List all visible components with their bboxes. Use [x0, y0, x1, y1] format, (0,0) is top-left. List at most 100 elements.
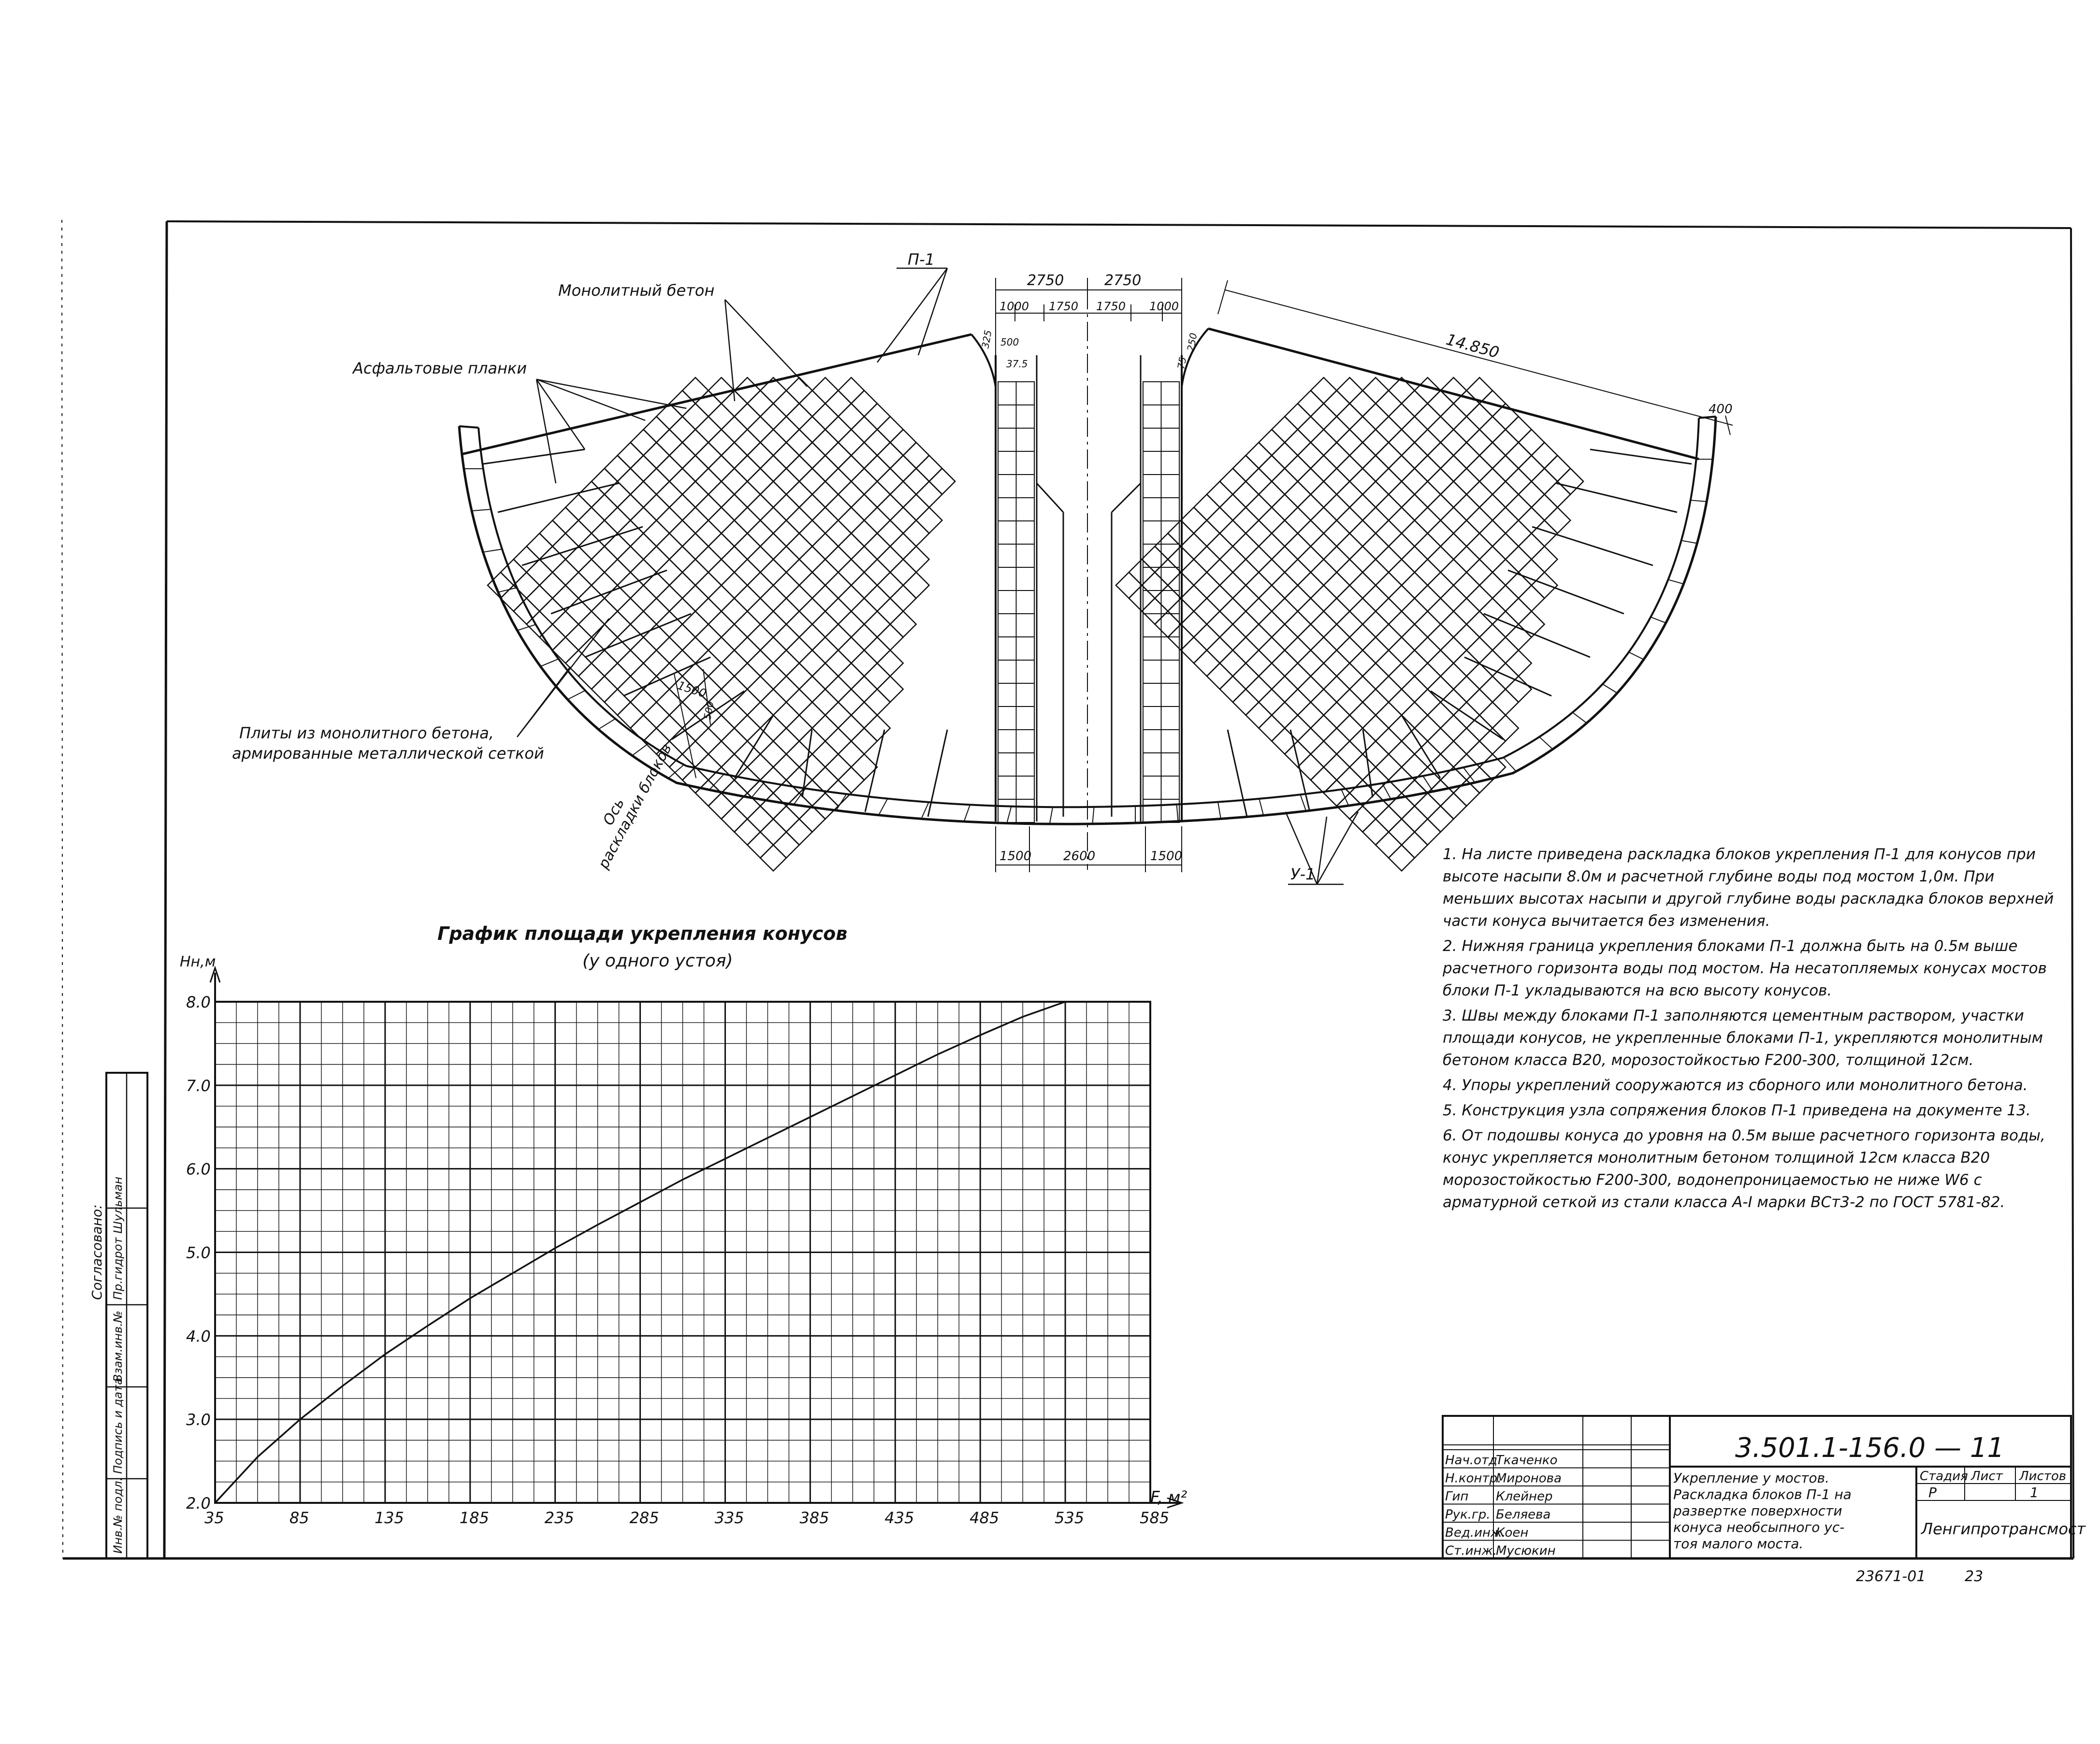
block-p1 — [1231, 610, 1260, 638]
strip-tick — [1650, 617, 1666, 623]
block-p1 — [616, 441, 645, 470]
block-p1 — [707, 428, 736, 457]
dim-1750-left: 1750 — [1049, 300, 1078, 313]
x-tick-label: 535 — [1055, 1509, 1084, 1527]
block-p1 — [811, 714, 840, 742]
block-p1 — [1518, 480, 1546, 508]
block-p1 — [772, 519, 800, 548]
title-code: 3.501.1-156.0 — 11 — [1735, 1432, 2004, 1464]
block-p1 — [1439, 636, 1468, 664]
strip-tick — [598, 718, 616, 730]
chart-title: График площади укрепления конусов — [437, 923, 847, 944]
block-p1 — [1271, 493, 1299, 521]
block-p1 — [1297, 675, 1325, 703]
dim-bottom-1500-right: 1500 — [1150, 849, 1182, 864]
block-p1 — [811, 740, 840, 768]
block-p1 — [642, 649, 670, 677]
block-p1 — [1271, 545, 1299, 574]
block-p1 — [1284, 662, 1312, 690]
block-p1 — [837, 636, 865, 664]
block-p1 — [681, 558, 710, 586]
block-p1 — [1414, 688, 1442, 716]
block-p1 — [1206, 506, 1234, 534]
block-p1 — [1388, 688, 1416, 716]
strip-tick — [517, 624, 536, 631]
block-p1 — [1323, 779, 1351, 807]
block-p1 — [591, 675, 619, 703]
plate-joint — [1532, 526, 1653, 566]
block-p1 — [876, 467, 904, 495]
block-p1 — [746, 831, 774, 859]
block-p1 — [1465, 403, 1493, 431]
title-name: Миронова — [1496, 1471, 1562, 1486]
block-p1 — [1258, 454, 1286, 482]
block-p1 — [863, 714, 891, 742]
block-p1 — [1310, 584, 1338, 612]
block-p1 — [1439, 428, 1468, 457]
block-p1 — [1348, 675, 1377, 703]
block-p1 — [1323, 701, 1351, 729]
block-p1 — [1348, 389, 1377, 418]
block-p1 — [1323, 675, 1351, 703]
block-p1 — [629, 532, 657, 561]
block-p1 — [1439, 610, 1468, 638]
block-p1 — [1297, 727, 1325, 755]
block-p1 — [538, 545, 566, 574]
block-p1 — [837, 662, 865, 690]
block-p1 — [824, 701, 852, 729]
block-p1 — [1335, 636, 1364, 664]
label-plates-2: армированные металлической сеткой — [232, 744, 544, 763]
block-p1 — [1465, 688, 1493, 716]
block-p1 — [655, 428, 683, 457]
block-p1 — [1323, 571, 1351, 599]
block-p1 — [629, 454, 657, 482]
block-p1 — [578, 480, 606, 508]
block-p1 — [655, 454, 683, 482]
block-p1 — [1401, 649, 1429, 677]
block-p1 — [1335, 688, 1364, 716]
block-p1 — [1258, 688, 1286, 716]
block-p1 — [681, 584, 710, 612]
block-p1 — [655, 584, 683, 612]
block-p1 — [746, 519, 774, 548]
block-p1 — [1180, 506, 1208, 534]
strip-tick — [498, 587, 517, 593]
block-p1 — [1414, 584, 1442, 612]
block-p1 — [759, 558, 787, 586]
block-p1 — [785, 662, 813, 690]
block-p1 — [1231, 558, 1260, 586]
block-p1 — [1426, 649, 1455, 677]
block-p1 — [1323, 493, 1351, 521]
strip-tick — [1602, 683, 1618, 694]
block-p1 — [1245, 701, 1273, 729]
block-p1 — [720, 805, 749, 833]
block-p1 — [1439, 662, 1468, 690]
block-p1 — [642, 519, 670, 548]
block-p1 — [759, 403, 787, 431]
block-p1 — [824, 675, 852, 703]
block-p1 — [720, 571, 749, 599]
x-tick-label: 135 — [375, 1509, 404, 1527]
block-p1 — [1231, 584, 1260, 612]
block-p1 — [1452, 416, 1480, 444]
block-p1 — [578, 662, 606, 690]
block-p1 — [578, 506, 606, 534]
strip-tick — [1176, 804, 1179, 822]
block-p1 — [772, 597, 800, 625]
block-p1 — [1310, 506, 1338, 534]
dimensions — [674, 278, 1733, 872]
block-p1 — [681, 428, 710, 457]
block-p1 — [1193, 623, 1221, 651]
block-p1 — [1388, 844, 1416, 872]
block-p1 — [759, 480, 787, 508]
block-p1 — [837, 506, 865, 534]
block-p1 — [1284, 636, 1312, 664]
block-p1 — [1505, 467, 1533, 495]
block-p1 — [759, 428, 787, 457]
strip-tick — [1300, 794, 1307, 811]
block-p1 — [772, 701, 800, 729]
block-p1 — [1271, 701, 1299, 729]
block-p1 — [1401, 519, 1429, 548]
block-p1 — [1465, 532, 1493, 561]
dim-500-block: 500 — [701, 700, 716, 721]
